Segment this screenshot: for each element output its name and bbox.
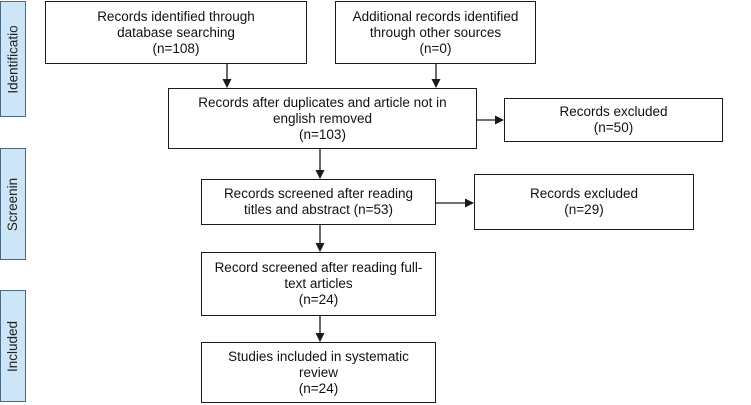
box-studies-included: Studies included in systematic review (n…	[201, 342, 436, 403]
phase-included-label: Included	[5, 320, 21, 372]
box-after-duplicates-line-1: Records after duplicates and article not…	[198, 94, 447, 110]
box-after-duplicates-line-3: (n=103)	[299, 126, 346, 142]
box-database-line-3: (n=108)	[152, 40, 200, 56]
box-other-sources: Additional records identified through ot…	[335, 1, 536, 64]
box-other-sources-line-3: (n=0)	[419, 40, 452, 56]
box-excluded-2-line-1: Records excluded	[529, 186, 639, 201]
box-screened-fulltext: Record screened after reading full- text…	[201, 252, 436, 316]
phase-screening-label: Screenin	[5, 177, 21, 231]
box-fulltext-line-2: text articles	[284, 276, 353, 291]
box-database-searching: Records identified through database sear…	[45, 1, 307, 64]
box-included-line-2: review	[298, 364, 338, 380]
box-fulltext-line-1: Record screened after reading full-	[214, 260, 423, 275]
box-screened-titles-line-1: Records screened after reading	[223, 186, 414, 201]
box-excluded-1-line-2: (n=50)	[593, 120, 634, 135]
phase-identification-label: Identificatio	[5, 24, 21, 94]
box-included-line-1: Studies included in systematic	[228, 348, 409, 364]
box-excluded-2-line-2: (n=29)	[564, 202, 604, 217]
box-screened-titles-line-2: titles and abstract (n=53)	[244, 202, 393, 217]
phase-screening: Screenin	[0, 148, 26, 260]
box-records-excluded-1: Records excluded (n=50)	[504, 98, 723, 142]
box-after-duplicates-line-2: english removed	[272, 110, 373, 126]
box-database-line-1: Records identified through	[97, 8, 255, 24]
box-records-excluded-2: Records excluded (n=29)	[474, 174, 694, 230]
box-after-duplicates: Records after duplicates and article not…	[168, 88, 477, 149]
phase-included: Included	[0, 290, 26, 402]
box-database-line-2: database searching	[117, 24, 235, 40]
box-screened-titles: Records screened after reading titles an…	[201, 179, 436, 225]
box-excluded-1-line-1: Records excluded	[559, 104, 668, 119]
box-other-sources-line-1: Additional records identified	[352, 8, 519, 24]
box-included-line-3: (n=24)	[298, 380, 339, 396]
box-other-sources-line-2: through other sources	[369, 24, 502, 40]
box-fulltext-line-3: (n=24)	[298, 292, 339, 307]
phase-identification: Identificatio	[0, 1, 26, 117]
